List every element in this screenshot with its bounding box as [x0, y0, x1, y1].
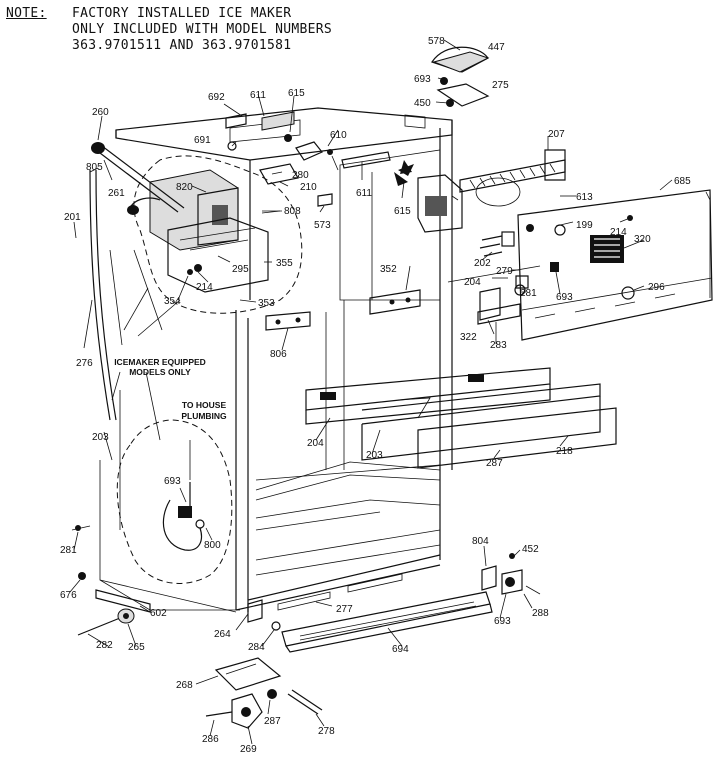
part-number-label: 275	[492, 80, 509, 91]
damper-parts	[225, 111, 391, 214]
part-number-label: 693	[414, 74, 431, 85]
part-number-label: 264	[214, 629, 231, 640]
cabinet-outline	[99, 107, 453, 613]
part-number-label: 269	[240, 744, 257, 755]
part-number-label: 685	[674, 176, 691, 187]
part-number-label: 280	[292, 170, 309, 181]
part-number-label: 283	[490, 340, 507, 351]
part-number-label: 611	[250, 90, 266, 101]
part-number-label: 281	[60, 545, 77, 556]
part-number-label: 261	[108, 188, 125, 199]
part-number-label: 573	[314, 220, 331, 231]
part-number-label: 820	[176, 182, 193, 193]
part-number-label: 353	[258, 298, 275, 309]
part-number-label: 450	[414, 98, 431, 109]
part-number-label: 199	[576, 220, 593, 231]
icemaker-outline	[116, 155, 303, 584]
part-number-label: 286	[202, 734, 219, 745]
bottom-hardware	[71, 440, 541, 729]
part-number-label: 693	[556, 292, 573, 303]
part-number-label: 691	[194, 135, 211, 146]
shelf-rails	[265, 265, 617, 469]
rear-panel	[339, 149, 441, 301]
part-number-label: 602	[150, 608, 167, 619]
icemaker-callout-line-1: ICEMAKER EQUIPPED	[114, 357, 206, 367]
plumbing-callout-line-1: TO HOUSE	[182, 400, 227, 410]
part-number-label: 288	[532, 608, 549, 619]
part-number-label: 214	[196, 282, 213, 293]
part-number-label: 693	[164, 476, 181, 487]
part-number-label: 804	[472, 536, 489, 547]
part-number-label: 204	[464, 277, 481, 288]
part-number-label: 214	[610, 227, 627, 238]
part-number-label: 202	[474, 258, 491, 269]
part-number-label: 800	[204, 540, 221, 551]
part-number-label: 578	[428, 36, 445, 47]
part-number-label: 207	[548, 129, 565, 140]
part-number-label: 805	[86, 162, 103, 173]
part-number-label: 296	[648, 282, 665, 293]
note-line-3: 363.9701511 AND 363.9701581	[72, 38, 292, 53]
note-label: NOTE:	[6, 6, 47, 21]
part-number-label: 218	[556, 446, 573, 457]
part-number-label: 287	[486, 458, 503, 469]
callout-labels: ICEMAKER EQUIPPED MODELS ONLY TO HOUSE P…	[114, 357, 227, 421]
part-number-label: 276	[76, 358, 93, 369]
part-number-labels: 578 447 693 275 450 692 611 615 260 691 610 207 805 2…	[60, 36, 691, 755]
part-number-label: 354	[164, 296, 181, 307]
part-number-label: 284	[248, 642, 265, 653]
part-number-label: 352	[380, 264, 397, 275]
plumbing-callout-line-2: PLUMBING	[181, 411, 227, 421]
part-number-label: 203	[92, 432, 109, 443]
part-number-label: 610	[330, 130, 347, 141]
part-number-label: 281	[520, 288, 537, 299]
part-number-label: 615	[394, 206, 411, 217]
part-number-label: 613	[576, 192, 593, 203]
part-number-label: 611	[356, 188, 372, 199]
part-number-label: 615	[288, 88, 305, 99]
part-number-label: 278	[318, 726, 335, 737]
leader-lines	[69, 39, 673, 745]
part-number-label: 694	[392, 644, 409, 655]
part-number-label: 204	[307, 438, 324, 449]
part-number-label: 693	[494, 616, 511, 627]
part-number-label: 676	[60, 590, 77, 601]
part-number-label: 203	[366, 450, 383, 461]
part-number-label: 692	[208, 92, 225, 103]
part-number-label: 268	[176, 680, 193, 691]
part-number-label: 210	[300, 182, 317, 193]
icemaker-assembly	[89, 142, 269, 421]
part-number-label: 287	[264, 716, 281, 727]
note-line-1: FACTORY INSTALLED ICE MAKER	[72, 6, 292, 21]
icemaker-callout-line-2: MODELS ONLY	[129, 367, 191, 377]
part-number-label: 295	[232, 264, 249, 275]
part-number-label: 265	[128, 642, 145, 653]
part-number-label: 279	[496, 266, 513, 277]
part-number-label: 322	[460, 332, 477, 343]
part-number-label: 201	[64, 212, 81, 223]
part-number-label: 452	[522, 544, 539, 555]
part-number-label: 277	[336, 604, 353, 615]
part-number-label: 282	[96, 640, 113, 651]
evaporator-fan	[394, 46, 713, 341]
part-number-label: 320	[634, 234, 651, 245]
part-number-label: 808	[284, 206, 301, 217]
part-number-label: 355	[276, 258, 293, 269]
part-number-label: 806	[270, 349, 287, 360]
part-number-label: 447	[488, 42, 505, 53]
part-number-label: 260	[92, 107, 109, 118]
note-line-2: ONLY INCLUDED WITH MODEL NUMBERS	[72, 22, 333, 37]
